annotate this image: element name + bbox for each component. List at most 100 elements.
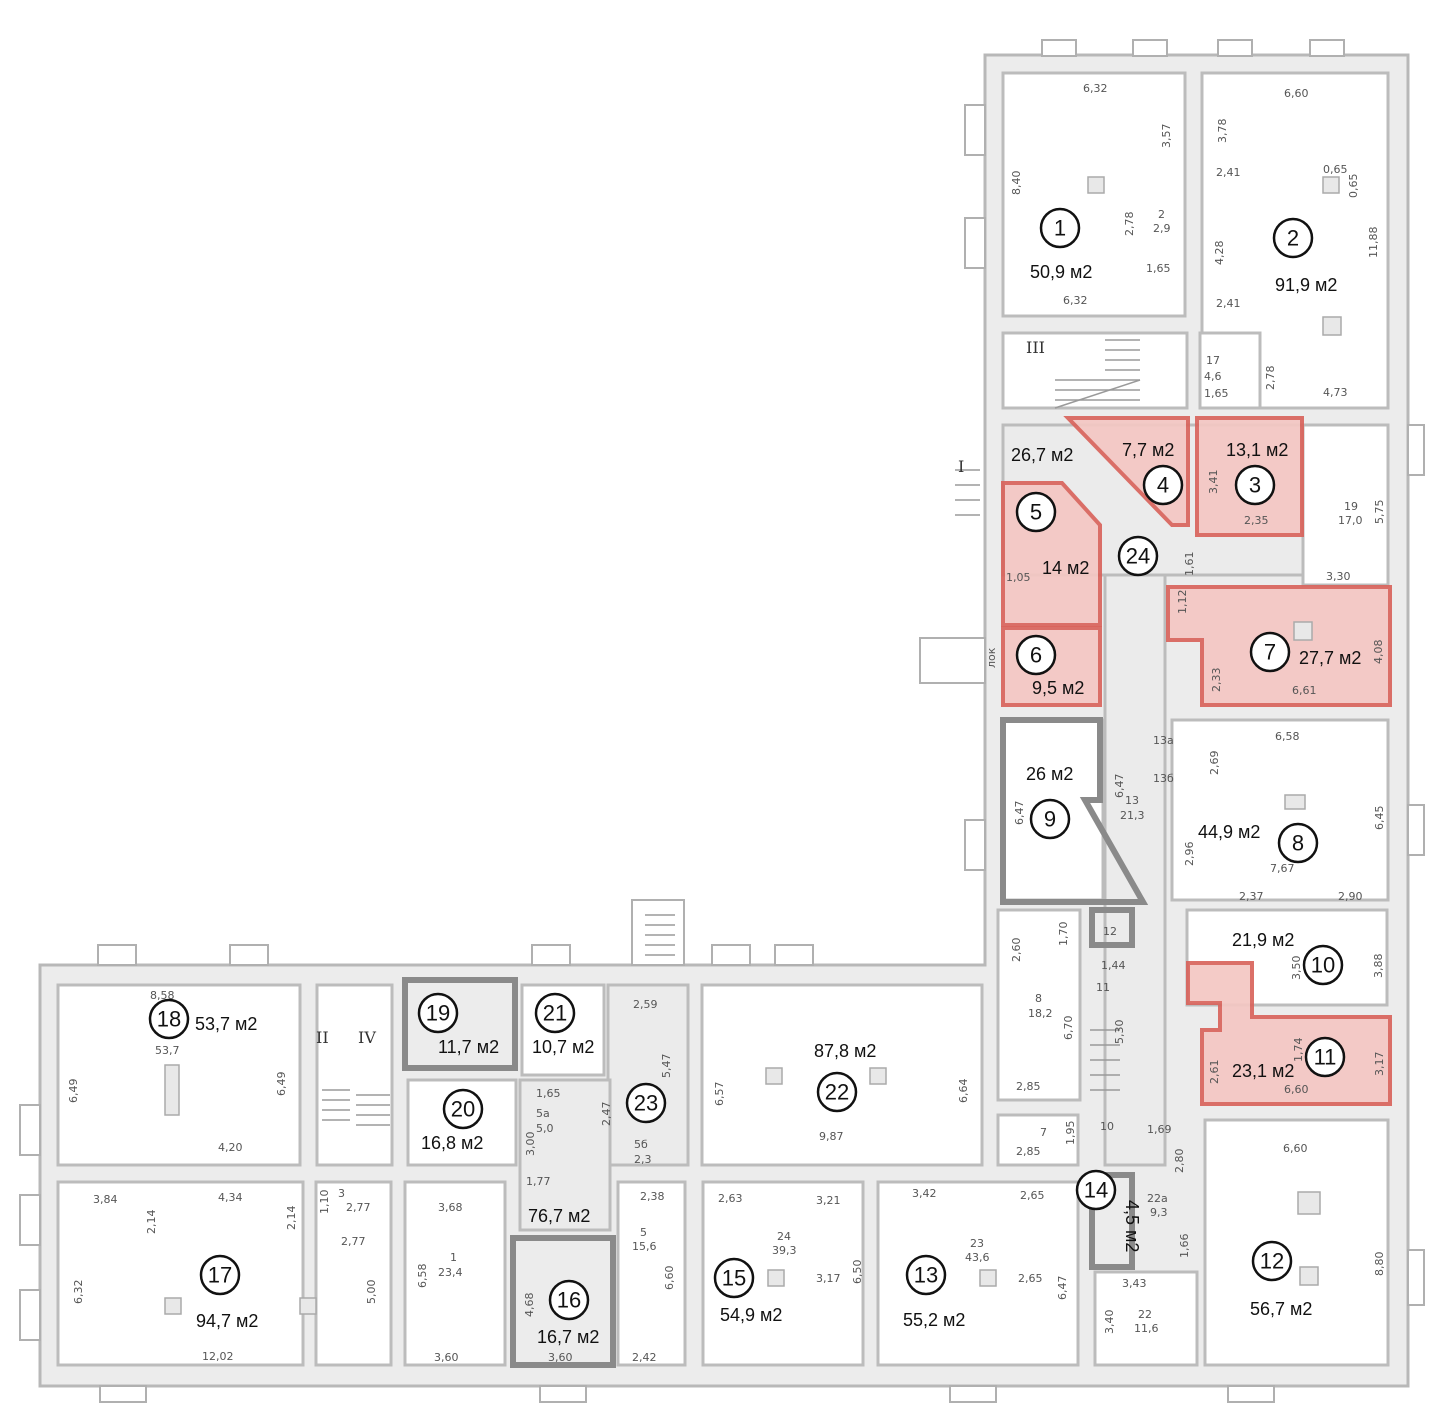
dimension: 17,0	[1338, 514, 1363, 527]
room-13-number: 13	[914, 1263, 938, 1288]
dimension: 2,59	[633, 998, 658, 1011]
dimension: 3,41	[1207, 470, 1220, 495]
dimension: 2,90	[1338, 890, 1363, 903]
dimension: 3,88	[1372, 954, 1385, 979]
dimension: 2,35	[1244, 514, 1269, 527]
dimension: 17	[1206, 354, 1220, 367]
dimension: 3,68	[438, 1201, 463, 1214]
dimension: 6,61	[1292, 684, 1317, 697]
dimension: 6,58	[416, 1264, 429, 1289]
dimension: 9,3	[1150, 1206, 1168, 1219]
room-3-number: 3	[1249, 473, 1261, 498]
corridor-13	[1103, 573, 1167, 1167]
dimension: 23	[970, 1237, 984, 1250]
dimension: 6,47	[1056, 1276, 1069, 1301]
dimension: 2,41	[1216, 297, 1241, 310]
dimension: 18,2	[1028, 1007, 1053, 1020]
dimension: 5,30	[1113, 1020, 1126, 1045]
dimension: 4,34	[218, 1191, 243, 1204]
dimension: 6,32	[1063, 294, 1088, 307]
room-9-area: 26 м2	[1026, 764, 1073, 784]
dimension: 43,6	[965, 1251, 990, 1264]
dimension: 5,75	[1373, 500, 1386, 525]
dimension: 1,44	[1101, 959, 1126, 972]
dimension: 3,40	[1103, 1310, 1116, 1335]
dimension: 2,3	[634, 1153, 652, 1166]
dimension: 5,00	[365, 1280, 378, 1305]
room-23-number: 23	[634, 1091, 658, 1116]
dimension: 5а	[536, 1107, 550, 1120]
room-14-area: 4,5 м2	[1122, 1200, 1142, 1252]
dimension: 23,4	[438, 1266, 463, 1279]
dimension: 13а	[1153, 734, 1174, 747]
dimension: 13	[1125, 794, 1139, 807]
dimension: 1,70	[1057, 922, 1070, 947]
room-16-area: 16,7 м2	[537, 1327, 599, 1347]
dimension: 1,61	[1183, 552, 1196, 577]
dimension: 3,84	[93, 1193, 118, 1206]
dimension: 2,42	[632, 1351, 657, 1364]
dimension: 0,65	[1347, 174, 1360, 199]
dimension: 3,60	[548, 1351, 573, 1364]
dimension: 1,65	[1146, 262, 1171, 275]
dimension: 4,73	[1323, 386, 1348, 399]
dimension: 6,49	[275, 1072, 288, 1097]
dimension: 2,65	[1020, 1189, 1045, 1202]
dimension: 4,08	[1372, 640, 1385, 665]
room-24-number: 24	[1126, 544, 1150, 569]
dimension: 3,17	[816, 1272, 841, 1285]
dimension: 2,85	[1016, 1080, 1041, 1093]
dimension: 6,45	[1373, 806, 1386, 831]
dimension: 3,57	[1160, 124, 1173, 149]
dimension: 1,95	[1064, 1121, 1077, 1146]
dimension: 1	[450, 1251, 457, 1264]
room-18-area: 53,7 м2	[195, 1014, 257, 1034]
room-3-area: 13,1 м2	[1226, 440, 1288, 460]
dimension: 15,6	[632, 1240, 657, 1253]
room-2-area: 91,9 м2	[1275, 275, 1337, 295]
dimension: 2,78	[1123, 212, 1136, 237]
dimension: 5,0	[536, 1122, 554, 1135]
room-9-outline	[1000, 717, 1149, 905]
dimension: 1,74	[1292, 1038, 1305, 1063]
room-4-number: 4	[1157, 473, 1169, 498]
dimension: 1,69	[1147, 1123, 1172, 1136]
room-12-number: 12	[1260, 1249, 1284, 1274]
dimension-labels: 6,32 3,57 8,40 2,78 2 2,9 1,65 6,32 6,60…	[67, 82, 1386, 1364]
room-10-area: 21,9 м2	[1232, 930, 1294, 950]
room-8-number: 8	[1292, 831, 1304, 856]
room-14-number: 14	[1084, 1178, 1108, 1203]
dimension: 2,77	[341, 1235, 366, 1248]
dimension: 24	[777, 1230, 791, 1243]
dimension: 6,70	[1062, 1016, 1075, 1041]
room-20-number: 20	[451, 1097, 475, 1122]
dimension: 1,65	[1204, 387, 1229, 400]
room-19-area: 11,7 м2	[438, 1037, 499, 1057]
room-17-number: 17	[208, 1263, 232, 1288]
room-12-area: 56,7 м2	[1250, 1299, 1312, 1319]
dimension: 3,60	[434, 1351, 459, 1364]
dimension: 12	[1103, 925, 1117, 938]
dimension: 22а	[1147, 1192, 1168, 1205]
dimension: 2,41	[1216, 166, 1241, 179]
dimension: 3,30	[1326, 570, 1351, 583]
room-19-outline	[402, 977, 518, 1071]
room-20-area: 16,8 м2	[421, 1133, 483, 1153]
dimension: 1,12	[1176, 590, 1189, 615]
dimension: 5б	[634, 1138, 648, 1151]
dimension: 2,60	[1010, 938, 1023, 963]
room-15-number: 15	[722, 1266, 746, 1291]
dimension: 11,6	[1134, 1322, 1159, 1335]
stair-label-iii: III	[1026, 338, 1045, 357]
dimension: 1,77	[526, 1175, 551, 1188]
dimension: 3,00	[524, 1132, 537, 1157]
dimension: 7	[1040, 1126, 1047, 1139]
dimension: 6,58	[1275, 730, 1300, 743]
dimension: 4,68	[523, 1293, 536, 1318]
room-18-number: 18	[157, 1007, 181, 1032]
room-11-area: 23,1 м2	[1232, 1061, 1294, 1081]
dimension: 2,65	[1018, 1272, 1043, 1285]
dark-outlined-rooms	[402, 717, 1149, 1368]
room-6-number: 6	[1030, 643, 1042, 668]
